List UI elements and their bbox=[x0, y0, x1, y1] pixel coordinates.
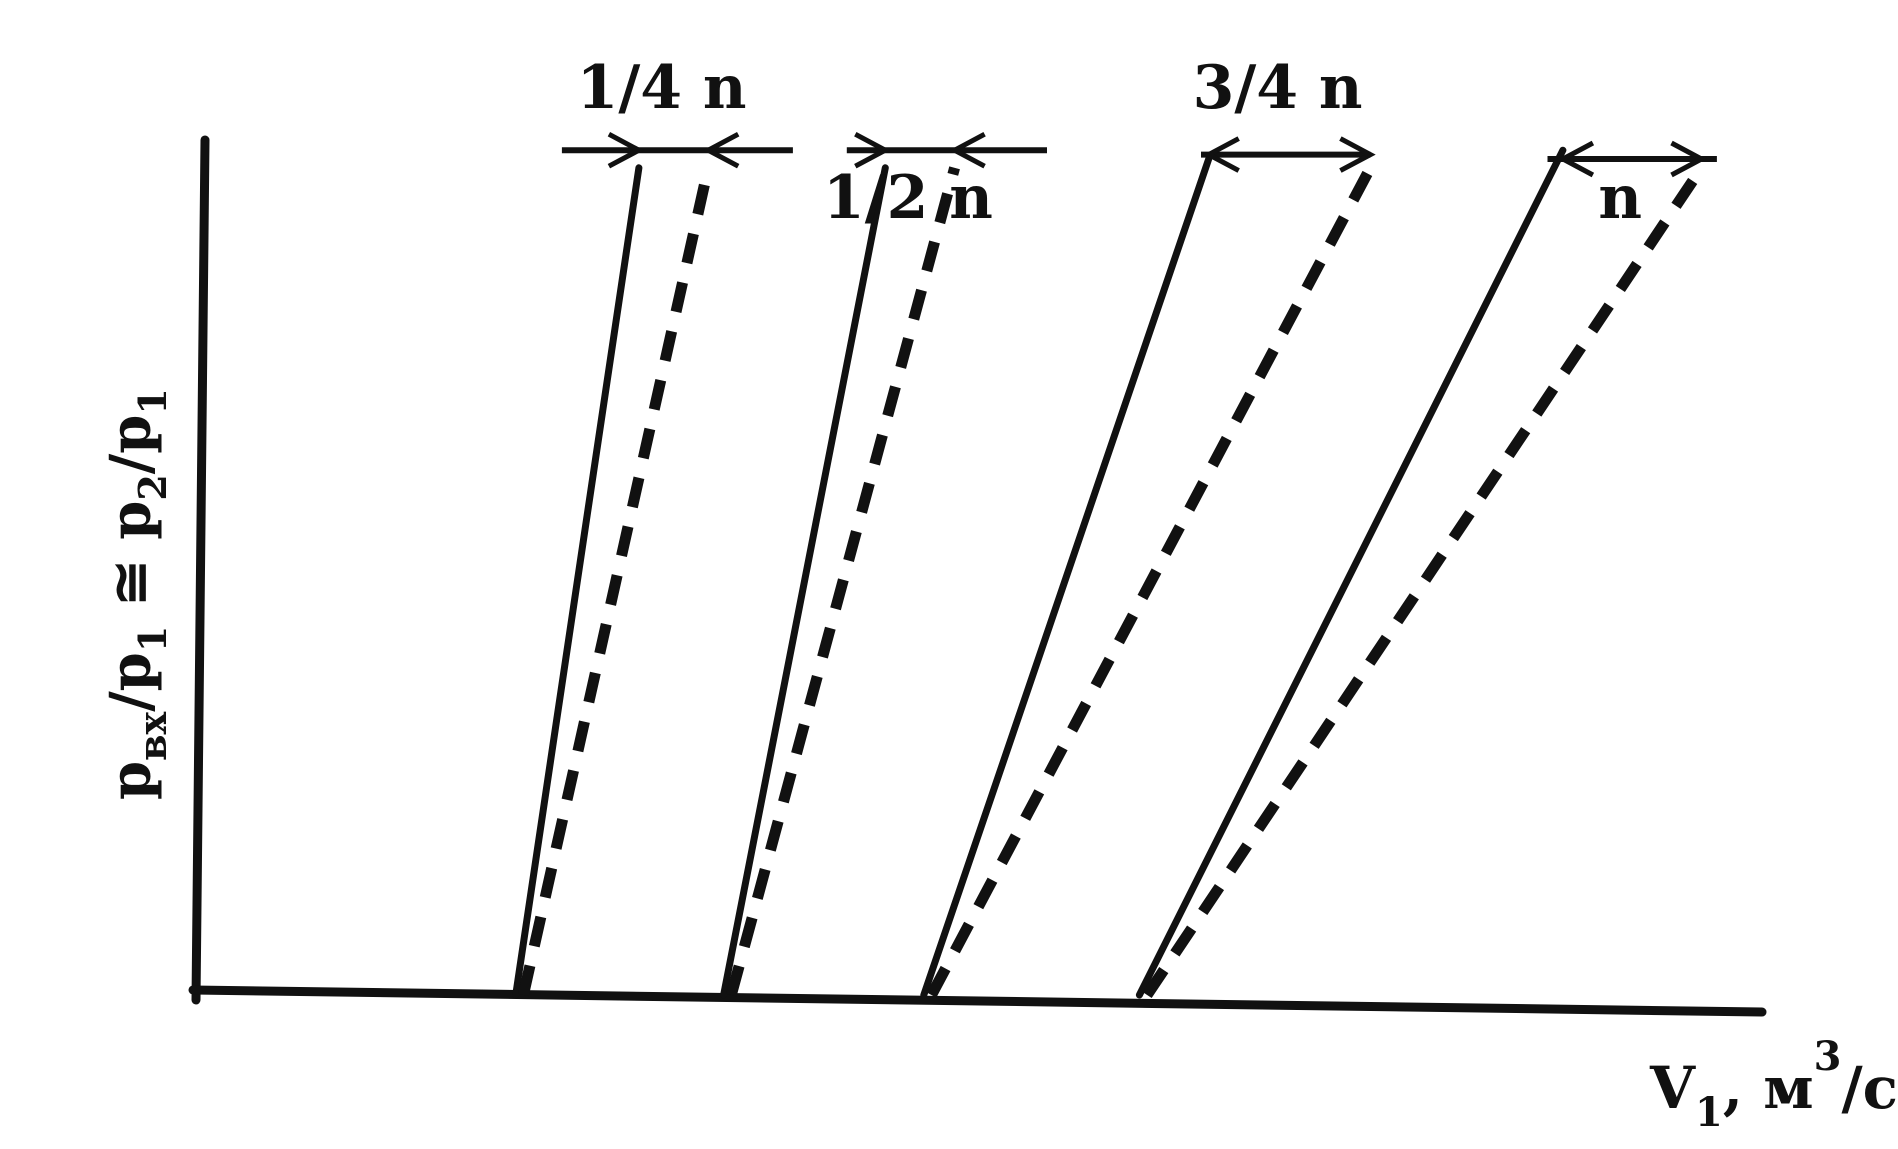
x-axis-label-sep: , bbox=[1723, 1054, 1763, 1122]
y-axis-label-p1: p bbox=[98, 761, 164, 800]
y-axis-label-p4: /p bbox=[98, 415, 164, 475]
solid-line-1 bbox=[512, 164, 643, 999]
x-axis-label-sub: 1 bbox=[1695, 1089, 1723, 1136]
x-axis-label-unit: м bbox=[1763, 1054, 1813, 1122]
dashed-line-1 bbox=[518, 166, 714, 997]
solid-line-2 bbox=[720, 164, 889, 999]
solid-line-4 bbox=[1135, 146, 1567, 999]
curve-labels: 1/4 n 1/2 n 3/4 n n bbox=[577, 53, 1642, 233]
y-axis-label-p1-sub: вх bbox=[130, 711, 175, 760]
x-axis-label-base: V bbox=[1649, 1054, 1696, 1122]
y-axis-label-p3-sub: 2 bbox=[130, 474, 175, 500]
x-axis-label-sup: 3 bbox=[1814, 1033, 1842, 1080]
dashed-line-4 bbox=[1142, 164, 1707, 999]
arrows bbox=[561, 131, 1717, 178]
curve-label-3: 3/4 n bbox=[1193, 53, 1363, 123]
y-axis-line bbox=[191, 135, 210, 1005]
x-axis-label-unit-rest: /c bbox=[1841, 1054, 1898, 1122]
curve-label-2: 1/2 n bbox=[823, 163, 993, 233]
arrowhead-left-2 bbox=[854, 131, 891, 169]
y-axis-label-p2-sub: 1 bbox=[130, 626, 175, 652]
solid-line-3 bbox=[920, 155, 1213, 999]
y-axis-label: pвх/p1 ≅ p2/p1 bbox=[98, 388, 175, 800]
y-axis-label-p4-sub: 1 bbox=[130, 388, 175, 414]
arrowhead-right-4 bbox=[1670, 140, 1707, 178]
arrowhead-right-1 bbox=[702, 131, 740, 169]
x-axis-label: V1, м3/c bbox=[1649, 1033, 1898, 1136]
curves bbox=[512, 146, 1707, 999]
x-axis-line bbox=[188, 985, 1767, 1017]
arrowhead-left-1 bbox=[607, 131, 645, 169]
arrowhead-left-3 bbox=[1203, 136, 1240, 173]
axes bbox=[188, 135, 1767, 1017]
arrowhead-right-2 bbox=[949, 131, 986, 169]
dashed-line-2 bbox=[725, 166, 960, 997]
arrowhead-left-4 bbox=[1557, 140, 1595, 178]
y-axis-label-p3: p bbox=[98, 501, 164, 540]
y-axis-label-approx: ≅ bbox=[98, 540, 164, 626]
dashed-line-3 bbox=[926, 165, 1376, 998]
curve-label-4: n bbox=[1598, 163, 1642, 233]
y-axis-label-p2: /p bbox=[98, 652, 164, 712]
curve-label-1: 1/4 n bbox=[577, 53, 747, 123]
arrowhead-right-3 bbox=[1339, 136, 1376, 173]
